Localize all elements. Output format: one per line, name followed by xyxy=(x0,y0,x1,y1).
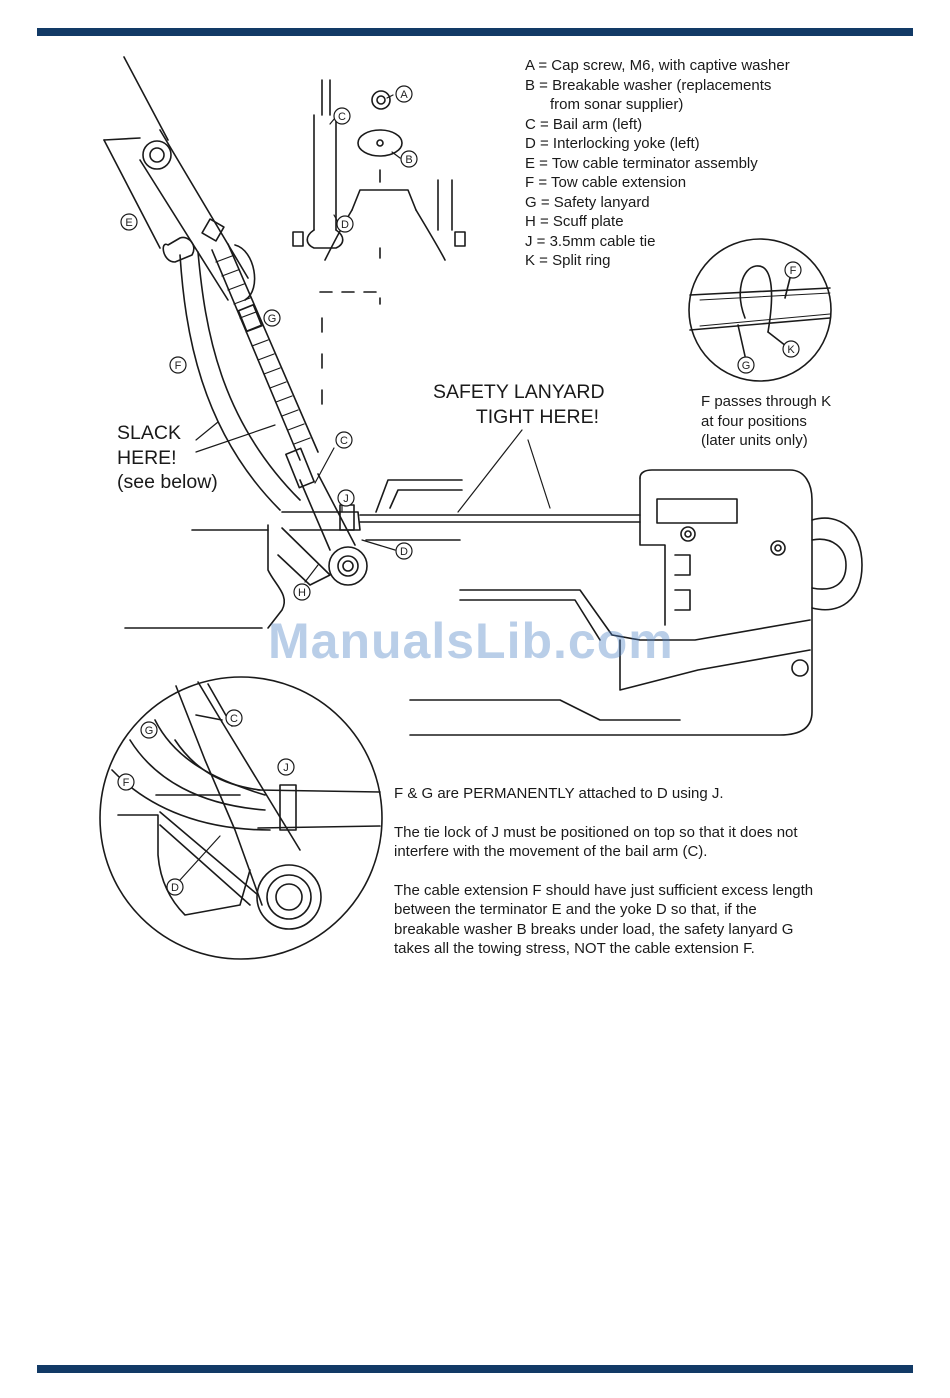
label-c: C xyxy=(338,111,346,123)
split-ring-note: F passes through K at four positions (la… xyxy=(701,393,832,449)
label-d: D xyxy=(341,219,349,231)
slack-callout: SLACK HERE! (see below) xyxy=(117,422,218,493)
label-j: J xyxy=(343,493,349,505)
legend-item: F = Tow cable extension xyxy=(525,174,687,191)
label-e: E xyxy=(125,217,132,229)
bail-arm-c xyxy=(281,473,368,586)
note-paragraph: F & G are PERMANENTLY attached to D usin… xyxy=(394,785,724,802)
split-ring-inset xyxy=(688,238,832,382)
terminator-assembly-e xyxy=(103,56,256,301)
label-c: C xyxy=(230,713,238,725)
top-rule xyxy=(37,28,913,36)
label-a: A xyxy=(400,89,408,101)
label-f: F xyxy=(175,360,182,372)
note-paragraph: The cable extension F should have just s… xyxy=(394,881,814,958)
label-b: B xyxy=(405,154,412,166)
label-g: G xyxy=(742,360,751,372)
label-j: J xyxy=(283,762,289,774)
label-h: H xyxy=(298,587,306,599)
label-g: G xyxy=(145,725,154,737)
safety-lanyard-g xyxy=(211,243,319,489)
label-k: K xyxy=(787,344,795,356)
legend-item: E = Tow cable terminator assembly xyxy=(525,154,758,172)
lanyard-callout: SAFETY LANYARD TIGHT HERE! xyxy=(433,381,605,428)
legend-item: from sonar supplier) xyxy=(550,96,684,113)
legend-item: K = Split ring xyxy=(525,252,611,269)
label-d: D xyxy=(400,546,408,558)
exploded-parts xyxy=(292,79,466,421)
label-g: G xyxy=(268,313,277,325)
legend-item: D = Interlocking yoke (left) xyxy=(525,135,700,152)
note-paragraph: The tie lock of J must be positioned on … xyxy=(394,823,798,861)
label-f: F xyxy=(123,777,130,789)
legend-item: G = Safety lanyard xyxy=(525,193,650,211)
bottom-rule xyxy=(37,1365,913,1373)
scuff-plate-h xyxy=(124,524,331,629)
installation-notes: F & G are PERMANENTLY attached to D usin… xyxy=(394,784,813,978)
legend-item: H = Scuff plate xyxy=(525,213,624,230)
legend-item: J = 3.5mm cable tie xyxy=(525,232,656,250)
legend-item: A = Cap screw, M6, with captive washer xyxy=(525,57,790,74)
watermark: ManualsLib.com xyxy=(268,613,674,669)
legend-item: B = Breakable washer (replacements xyxy=(525,76,772,94)
towfish-body xyxy=(359,469,863,736)
parts-legend: A = Cap screw, M6, with captive washer B… xyxy=(525,56,790,271)
label-f: F xyxy=(790,265,797,277)
label-d: D xyxy=(171,882,179,894)
legend-item: C = Bail arm (left) xyxy=(525,115,643,133)
cable-extension-f xyxy=(162,236,301,511)
label-c: C xyxy=(340,435,348,447)
